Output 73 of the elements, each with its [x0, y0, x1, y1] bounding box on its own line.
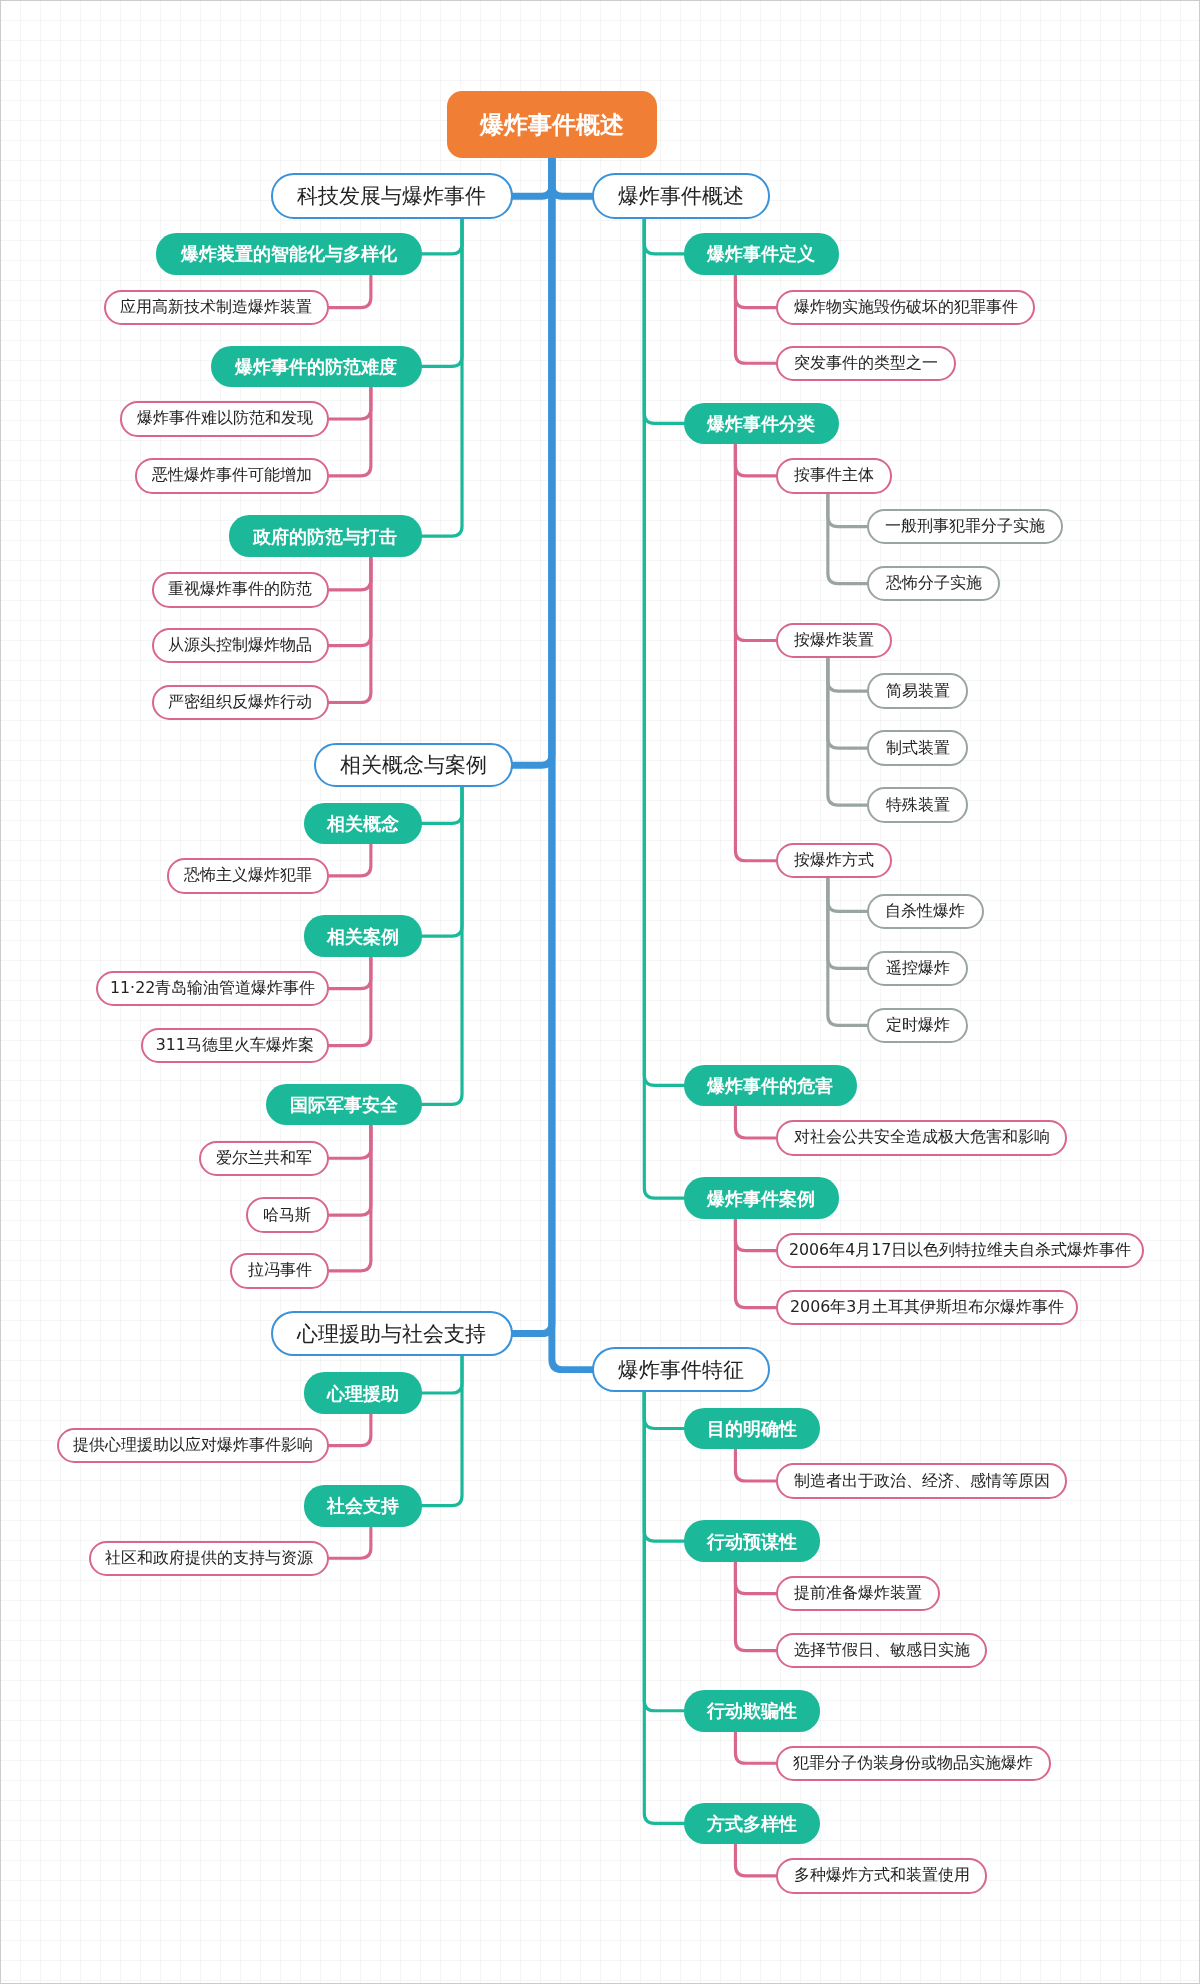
detail-box: 哈马斯	[245, 1197, 330, 1233]
detail-box: 特殊装置	[867, 787, 969, 823]
detail-box: 恐怖分子实施	[867, 565, 1000, 602]
detail-box: 拉冯事件	[230, 1253, 330, 1289]
root-topic-box: 爆炸事件概述	[446, 91, 657, 159]
subtopic-box: 爆炸事件案例	[683, 1177, 840, 1219]
connector-line	[419, 217, 464, 538]
detail-box: 恐怖主义爆炸犯罪	[167, 858, 330, 894]
main-topic-box: 相关概念与案例	[313, 743, 513, 788]
detail-box: 2006年3月土耳其伊斯坦布尔爆炸事件	[775, 1289, 1079, 1326]
connector-line	[327, 1412, 373, 1448]
detail-box: 11·22青岛输油管道爆炸事件	[96, 970, 330, 1007]
detail-box: 按事件主体	[775, 458, 893, 494]
subtopic-box: 行动欺骗性	[683, 1689, 821, 1732]
detail-box: 选择节假日、敏感日实施	[775, 1632, 988, 1669]
main-topic-box: 心理援助与社会支持	[270, 1311, 513, 1356]
connector-line	[327, 842, 373, 878]
main-topic-box: 科技发展与爆炸事件	[270, 173, 513, 219]
detail-box: 犯罪分子伪装身份或物品实施爆炸	[775, 1745, 1051, 1781]
detail-box: 多种爆炸方式和装置使用	[775, 1858, 988, 1894]
connector-line	[419, 1354, 464, 1508]
subtopic-box: 爆炸事件的防范难度	[211, 345, 422, 388]
connector-line	[327, 1123, 373, 1273]
detail-box: 2006年4月17日以色列特拉维夫自杀式爆炸事件	[775, 1232, 1145, 1269]
subtopic-box: 爆炸事件分类	[683, 402, 840, 445]
detail-box: 对社会公共安全造成极大危害和影响	[775, 1120, 1068, 1156]
subtopic-box: 心理援助	[303, 1372, 422, 1414]
subtopic-box: 国际军事安全	[265, 1083, 422, 1126]
detail-box: 爆炸物实施毁伤破坏的犯罪事件	[775, 289, 1036, 326]
connector-line	[327, 1525, 373, 1560]
connector-line	[733, 1447, 778, 1483]
detail-box: 提供心理援助以应对爆炸事件影响	[56, 1427, 330, 1464]
subtopic-box: 爆炸装置的智能化与多样化	[155, 232, 422, 275]
connector-line	[733, 442, 778, 863]
detail-box: 应用高新技术制造爆炸装置	[103, 289, 330, 326]
detail-box: 制造者出于政治、经济、感情等原因	[775, 1463, 1068, 1499]
detail-box: 重视爆炸事件的防范	[151, 572, 330, 608]
detail-box: 提前准备爆炸装置	[775, 1575, 941, 1612]
subtopic-box: 行动预谋性	[683, 1520, 821, 1562]
connector-line	[733, 1217, 778, 1310]
main-topic-box: 爆炸事件概述	[592, 173, 770, 219]
detail-box: 社区和政府提供的支持与资源	[88, 1540, 330, 1576]
connector-line	[327, 385, 373, 478]
connector-line	[642, 1390, 686, 1825]
detail-box: 制式装置	[867, 730, 969, 766]
subtopic-box: 爆炸事件定义	[683, 232, 840, 275]
connector-line	[826, 492, 869, 586]
detail-box: 突发事件的类型之一	[775, 345, 956, 381]
detail-box: 311马德里火车爆炸案	[140, 1027, 330, 1064]
connector-line	[327, 955, 373, 1048]
subtopic-box: 政府的防范与打击	[229, 515, 422, 557]
detail-box: 自杀性爆炸	[867, 893, 984, 930]
detail-box: 恶性爆炸事件可能增加	[135, 458, 330, 494]
detail-box: 按爆炸方式	[775, 843, 893, 879]
connector-line	[733, 1560, 778, 1653]
connector-line	[733, 1730, 778, 1765]
subtopic-box: 相关案例	[303, 915, 422, 957]
connector-line	[419, 785, 464, 1106]
detail-box: 严密组织反爆炸行动	[151, 684, 330, 721]
connector-line	[733, 1104, 778, 1140]
connector-line	[733, 1842, 778, 1878]
connector-line	[826, 876, 869, 1027]
connector-line	[327, 273, 373, 310]
detail-box: 爆炸事件难以防范和发现	[120, 401, 330, 437]
connector-line	[733, 273, 778, 365]
main-topic-box: 爆炸事件特征	[592, 1346, 770, 1393]
subtopic-box: 爆炸事件的危害	[683, 1064, 857, 1107]
detail-box: 从源头控制爆炸物品	[151, 627, 330, 664]
connector-line	[327, 555, 373, 705]
detail-box: 一般刑事犯罪分子实施	[867, 508, 1064, 545]
detail-box: 简易装置	[867, 673, 969, 709]
subtopic-box: 社会支持	[303, 1484, 422, 1527]
connector-line	[826, 656, 869, 807]
